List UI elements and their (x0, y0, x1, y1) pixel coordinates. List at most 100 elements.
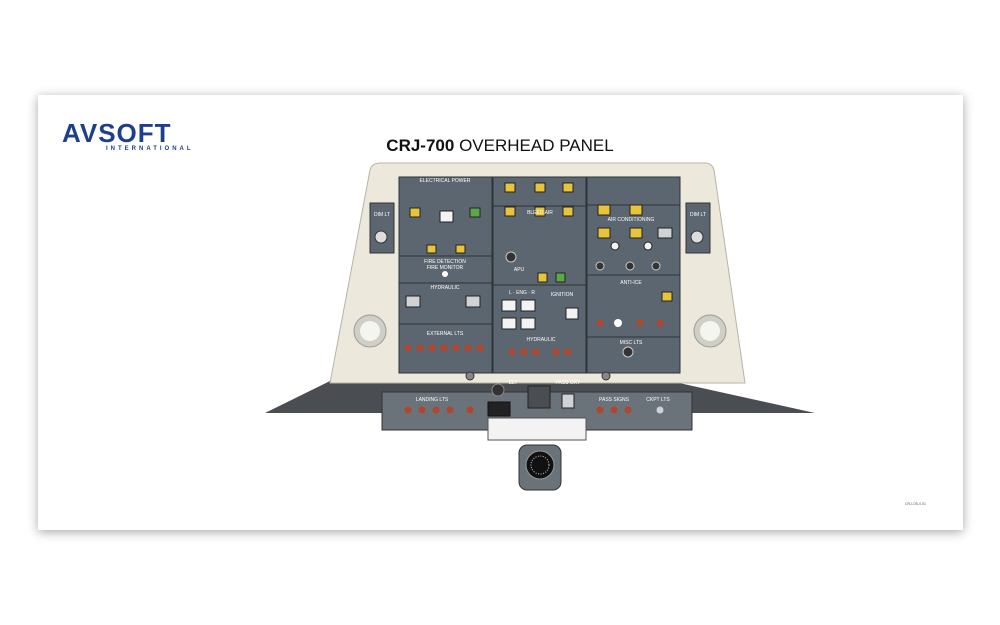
document-number: CRJ-OS-0.01 (905, 502, 927, 506)
compass-rose (530, 455, 550, 475)
toggle-switch[interactable] (624, 406, 632, 414)
label-external-lts: EXTERNAL LTS (426, 331, 464, 337)
aircond-annunciator[interactable] (597, 227, 611, 239)
dim-knob-left[interactable] (374, 230, 388, 244)
label-pass-oxy: PASS OXY (555, 380, 581, 386)
hydraulic-button-left[interactable] (405, 295, 421, 308)
dim-panel-left (369, 202, 395, 254)
temp-knob[interactable] (595, 261, 605, 271)
compass-card (487, 417, 587, 441)
apu-start-button[interactable] (537, 272, 548, 283)
toggle-switch[interactable] (416, 344, 424, 352)
apu-on-button[interactable] (555, 272, 566, 283)
toggle-switch[interactable] (596, 319, 604, 327)
standby-compass (525, 450, 555, 480)
label-hydraulic-center: HYDRAULIC (526, 337, 556, 343)
dim-knob-right[interactable] (690, 230, 704, 244)
toggle-switch[interactable] (418, 406, 426, 414)
toggle-switch[interactable] (466, 406, 474, 414)
toggle-switch[interactable] (428, 344, 436, 352)
toggle-switch[interactable] (596, 406, 604, 414)
toggle-switch[interactable] (636, 319, 644, 327)
stop-left-button[interactable] (501, 317, 517, 330)
hydraulic-button-right[interactable] (465, 295, 481, 308)
label-ckpt-lts: CKPT LTS (646, 397, 670, 403)
toggle-switch[interactable] (656, 406, 664, 414)
label-fire-monitor: FIRE MONITOR (426, 265, 464, 271)
label-dim-left: DIM LT (373, 212, 391, 218)
elt-speaker (527, 385, 551, 409)
aircond-selector[interactable] (643, 241, 653, 251)
external-lts-switches (404, 344, 484, 352)
title-rest: OVERHEAD PANEL (454, 136, 614, 155)
anti-ice-annunciator[interactable] (661, 291, 673, 302)
landing-lts-switches (404, 406, 474, 414)
ignition-button[interactable] (565, 307, 579, 320)
anti-ice-light[interactable] (614, 319, 622, 327)
annunciator[interactable] (504, 206, 516, 217)
toggle-switch[interactable] (520, 348, 528, 356)
elt-knob[interactable] (491, 383, 505, 397)
label-eng: L · ENG · R (509, 290, 535, 296)
toggle-switch[interactable] (452, 344, 460, 352)
label-landing-lts: LANDING LTS (415, 397, 449, 403)
toggle-switch[interactable] (440, 344, 448, 352)
label-anti-ice: ANTI-ICE (620, 280, 642, 286)
label-ignition: IGNITION (550, 292, 574, 298)
label-electrical-power: ELECTRICAL POWER (419, 178, 471, 184)
annunciator[interactable] (534, 182, 546, 193)
toggle-switch[interactable] (610, 406, 618, 414)
apu-rotary-knob[interactable] (505, 251, 517, 263)
label-misc-lts: MISC LTS (619, 340, 643, 346)
dome-light-left-lens (360, 321, 380, 341)
elt-placard (487, 401, 511, 417)
title-bold: CRJ-700 (386, 136, 455, 155)
pass-oxy-button[interactable] (561, 393, 575, 409)
dim-panel-right (685, 202, 711, 254)
label-pass-signs: PASS SIGNS (599, 397, 629, 403)
toggle-switch[interactable] (404, 406, 412, 414)
glare-lamp-left (465, 371, 475, 381)
toggle-switch[interactable] (446, 406, 454, 414)
start-left-button[interactable] (501, 299, 517, 312)
annunciator[interactable] (534, 206, 546, 217)
temp-knob[interactable] (625, 261, 635, 271)
toggle-switch[interactable] (476, 344, 484, 352)
page-title: CRJ-700 OVERHEAD PANEL (0, 136, 1000, 156)
annunciator[interactable] (562, 182, 574, 193)
logo-text: AVSOFT (62, 118, 172, 148)
aircond-annunciator[interactable] (629, 204, 643, 216)
aircond-button[interactable] (657, 227, 673, 239)
aircond-selector[interactable] (610, 241, 620, 251)
toggle-switch[interactable] (432, 406, 440, 414)
elec-annunciator-green[interactable] (469, 207, 481, 218)
elec-annunciator[interactable] (455, 244, 466, 254)
fire-monitor-light[interactable] (442, 271, 448, 277)
temp-knob[interactable] (651, 261, 661, 271)
start-right-button[interactable] (520, 299, 536, 312)
elec-annunciator[interactable] (409, 207, 421, 218)
logo-subtext: INTERNATIONAL (106, 146, 194, 152)
toggle-switch[interactable] (552, 348, 560, 356)
dome-light-right-lens (700, 321, 720, 341)
label-bleed-air: BLEED AIR (527, 210, 553, 216)
toggle-switch[interactable] (508, 348, 516, 356)
glare-lamp-right (601, 371, 611, 381)
elec-annunciator[interactable] (426, 244, 437, 254)
label-dim-right: DIM LT (689, 212, 707, 218)
label-hydraulic-left: HYDRAULIC (430, 285, 460, 291)
toggle-switch[interactable] (404, 344, 412, 352)
misc-lts-knob[interactable] (622, 346, 634, 358)
aircond-annunciator[interactable] (629, 227, 643, 239)
label-air-conditioning: AIR CONDITIONING (607, 217, 655, 223)
aircond-annunciator[interactable] (597, 204, 611, 216)
toggle-switch[interactable] (464, 344, 472, 352)
annunciator[interactable] (504, 182, 516, 193)
toggle-switch[interactable] (656, 319, 664, 327)
auto-xfer-button[interactable] (439, 210, 454, 223)
stop-right-button[interactable] (520, 317, 536, 330)
toggle-switch[interactable] (564, 348, 572, 356)
toggle-switch[interactable] (532, 348, 540, 356)
annunciator[interactable] (562, 206, 574, 217)
